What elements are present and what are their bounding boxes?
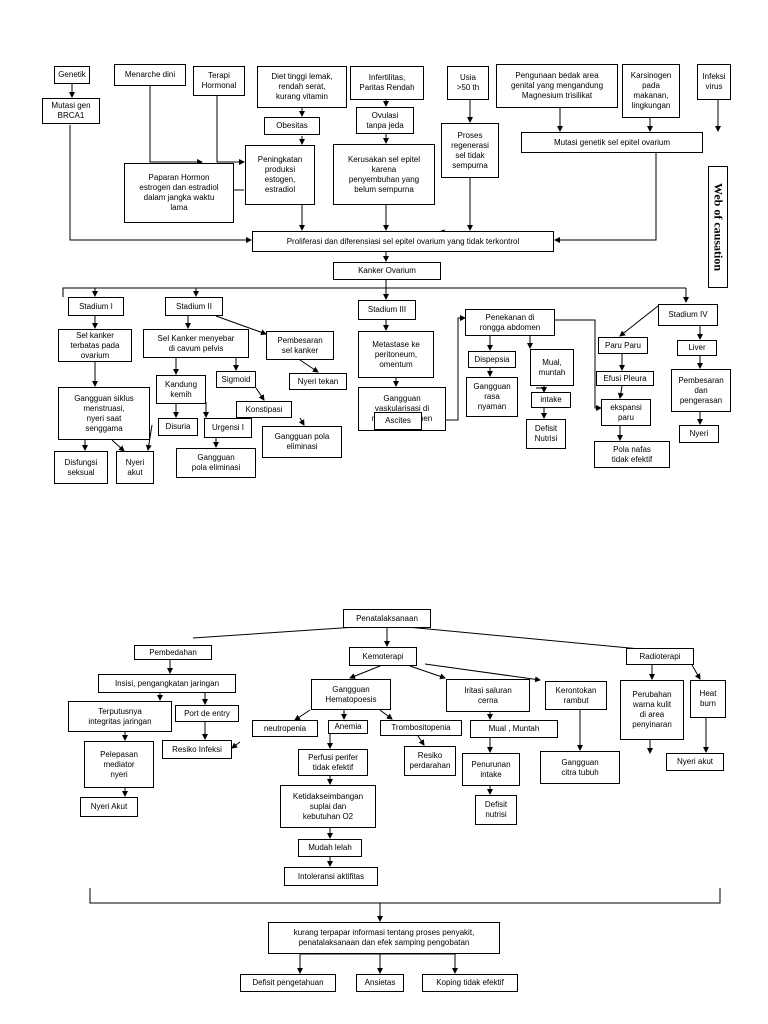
usia-box: Usia >50 th xyxy=(447,66,489,100)
neutropenia-box: neutropenia xyxy=(252,720,318,737)
penekanan-box: Penekanan di rongga abdomen xyxy=(465,309,555,336)
nyeri-tekan-box: Nyeri tekan xyxy=(289,373,347,390)
stadium-3-box: Stadium III xyxy=(358,300,416,320)
proses-regenerasi-box: Proses regenerasi sel tidak sempurna xyxy=(441,123,499,178)
obesitas-box: Obesitas xyxy=(264,117,320,135)
pembedahan-box: Pembedahan xyxy=(134,645,212,660)
stadium-1-nyeri-akut-box: Nyeri akut xyxy=(116,451,154,484)
dispepsia-box: Dispepsia xyxy=(468,351,516,368)
stadium-1-sel-kanker-box: Sel kanker terbatas pada ovarium xyxy=(58,329,132,362)
pola-nafas-box: Pola nafas tidak efektif xyxy=(594,441,670,468)
pembesaran-sel-box: Pembesaran sel kanker xyxy=(266,331,334,360)
intake-box: intake xyxy=(531,392,571,408)
kurang-informasi-box: kurang terpapar informasi tentang proses… xyxy=(268,922,500,954)
pelepasan-box: Pelepasan mediator nyeri xyxy=(84,741,154,788)
pembedahan-nyeri-akut-box: Nyeri Akut xyxy=(80,797,138,817)
infeksi-virus-box: Infeksi virus xyxy=(697,64,731,100)
stadium-3-defisit-nutrisi-box: Defisit Nutrisi xyxy=(526,419,566,449)
perubahan-warna-box: Perubahan warna kulit di area penyinaran xyxy=(620,680,684,740)
kerontokan-box: Kerontokan rambut xyxy=(545,681,607,710)
liver-box: Liver xyxy=(677,340,717,356)
intoleransi-box: Intoleransi aktifitas xyxy=(284,867,378,886)
stadium-3-mual-muntah-box: Mual, muntah xyxy=(530,349,574,386)
mudah-lelah-box: Mudah lelah xyxy=(298,839,362,857)
radioterapi-box: Radioterapi xyxy=(626,648,694,665)
ekspansi-box: ekspansi paru xyxy=(601,399,651,426)
gangguan-citra-box: Gangguan citra tubuh xyxy=(540,751,620,784)
resiko-perdarahan-box: Resiko perdarahan xyxy=(404,746,456,776)
karsinogen-box: Karsinogen pada makanan, lingkungan xyxy=(622,64,680,118)
gangguan-rasa-box: Gangguan rasa nyaman xyxy=(466,377,518,417)
ovulasi-box: Ovulasi tanpa jeda xyxy=(356,107,414,134)
diet-box: Diet tinggi lemak, rendah serat, kurang … xyxy=(257,66,347,108)
perfusi-box: Perfusi perifer tidak efektif xyxy=(298,749,368,776)
bedak-box: Pengunaan bedak area genital yang mengan… xyxy=(496,64,618,108)
sigmoid-box: Sigmoid xyxy=(216,371,256,388)
kerusakan-epitel-box: Kerusakan sel epitel karena penyembuhan … xyxy=(333,144,435,205)
kanker-ovarium-box: Kanker Ovarium xyxy=(333,262,441,280)
pembesaran-liver-box: Pembesaran dan pengerasan xyxy=(671,369,731,412)
proliferasi-box: Proliferasi dan diferensiasi sel epitel … xyxy=(252,231,554,252)
resiko-infeksi-box: Resiko Infeksi xyxy=(162,740,232,759)
stadium-2-gangguan-pola-box: Gangguan pola eliminasi xyxy=(262,426,342,458)
trombositopenia-box: Trombositopenia xyxy=(380,720,462,736)
insisi-box: Insisi, pengangkatan jaringan xyxy=(98,674,236,693)
anemia-box: Anemia xyxy=(328,720,368,734)
ketidakseimbangan-box: Ketidakseimbangan suplai dan kebutuhan O… xyxy=(280,785,376,828)
paparan-hormon-box: Paparan Hormon estrogen dan estradiol da… xyxy=(124,163,234,223)
stadium-2-gangguan-eliminasi-box: Gangguan pola eliminasi xyxy=(176,448,256,478)
ansietas-box: Ansietas xyxy=(356,974,404,992)
heat-burn-box: Heat burn xyxy=(690,680,726,718)
penatalaksanaan-box: Penatalaksanaan xyxy=(343,609,431,628)
mutasi-brca1-box: Mutasi gen BRCA1 xyxy=(42,98,100,124)
stadium-2-sel-kanker-box: Sel Kanker menyebar di cavum pelvis xyxy=(143,329,249,358)
koping-box: Koping tidak efektif xyxy=(422,974,518,992)
iritasi-box: Iritasi saluran cerna xyxy=(446,679,530,712)
hematopoesis-box: Gangguan Hematopoesis xyxy=(311,679,391,710)
produksi-estrogen-box: Peningkatan produksi estogen, estradiol xyxy=(245,145,315,205)
paru-box: Paru Paru xyxy=(598,337,648,354)
urgensi-box: Urgensi I xyxy=(204,418,252,438)
web-of-causation-title: Web of causation xyxy=(708,166,728,288)
penurunan-intake-box: Penurunan intake xyxy=(462,753,520,786)
stadium-1-disfungsi-box: Disfungsi seksual xyxy=(54,451,108,484)
menarche-dini-box: Menarche dini xyxy=(114,64,186,86)
mutasi-genetik-box: Mutasi genetik sel epitel ovarium xyxy=(521,132,703,153)
infertilitas-box: Infertilitas, Paritas Rendah xyxy=(350,66,424,100)
ascites-box: Ascites xyxy=(374,412,422,430)
konstipasi-box: Konstipasi xyxy=(236,401,292,418)
stadium-4-nyeri-box: Nyeri xyxy=(679,425,719,443)
stadium-2-box: Stadium II xyxy=(165,297,223,316)
disuria-box: Disuria xyxy=(158,418,198,436)
metastase-box: Metastase ke peritoneum, omentum xyxy=(358,331,434,378)
genetik-box: Genetik xyxy=(54,66,90,84)
kemoterapi-box: Kemoterapi xyxy=(349,647,417,666)
stadium-1-gangguan-siklus-box: Gangguan siklus menstruasi, nyeri saat s… xyxy=(58,387,150,440)
port-box: Port de entry xyxy=(175,705,239,722)
kemoterapi-defisit-nutrisi-box: Defisit nutrisi xyxy=(475,795,517,825)
terapi-hormonal-box: Terapi Hormonal xyxy=(193,66,245,96)
defisit-pengetahuan-box: Defisit pengetahuan xyxy=(240,974,336,992)
kandung-kemih-box: Kandung kemih xyxy=(156,375,206,404)
stadium-1-box: Stadium I xyxy=(68,297,124,316)
stadium-4-box: Stadium IV xyxy=(658,304,718,326)
kemoterapi-mual-muntah-box: Mual , Muntah xyxy=(470,720,558,738)
terputus-box: Terputusnya integritas jaringan xyxy=(68,701,172,732)
efusi-box: Efusi Pleura xyxy=(596,371,654,386)
radioterapi-nyeri-akut-box: Nyeri akut xyxy=(666,753,724,771)
